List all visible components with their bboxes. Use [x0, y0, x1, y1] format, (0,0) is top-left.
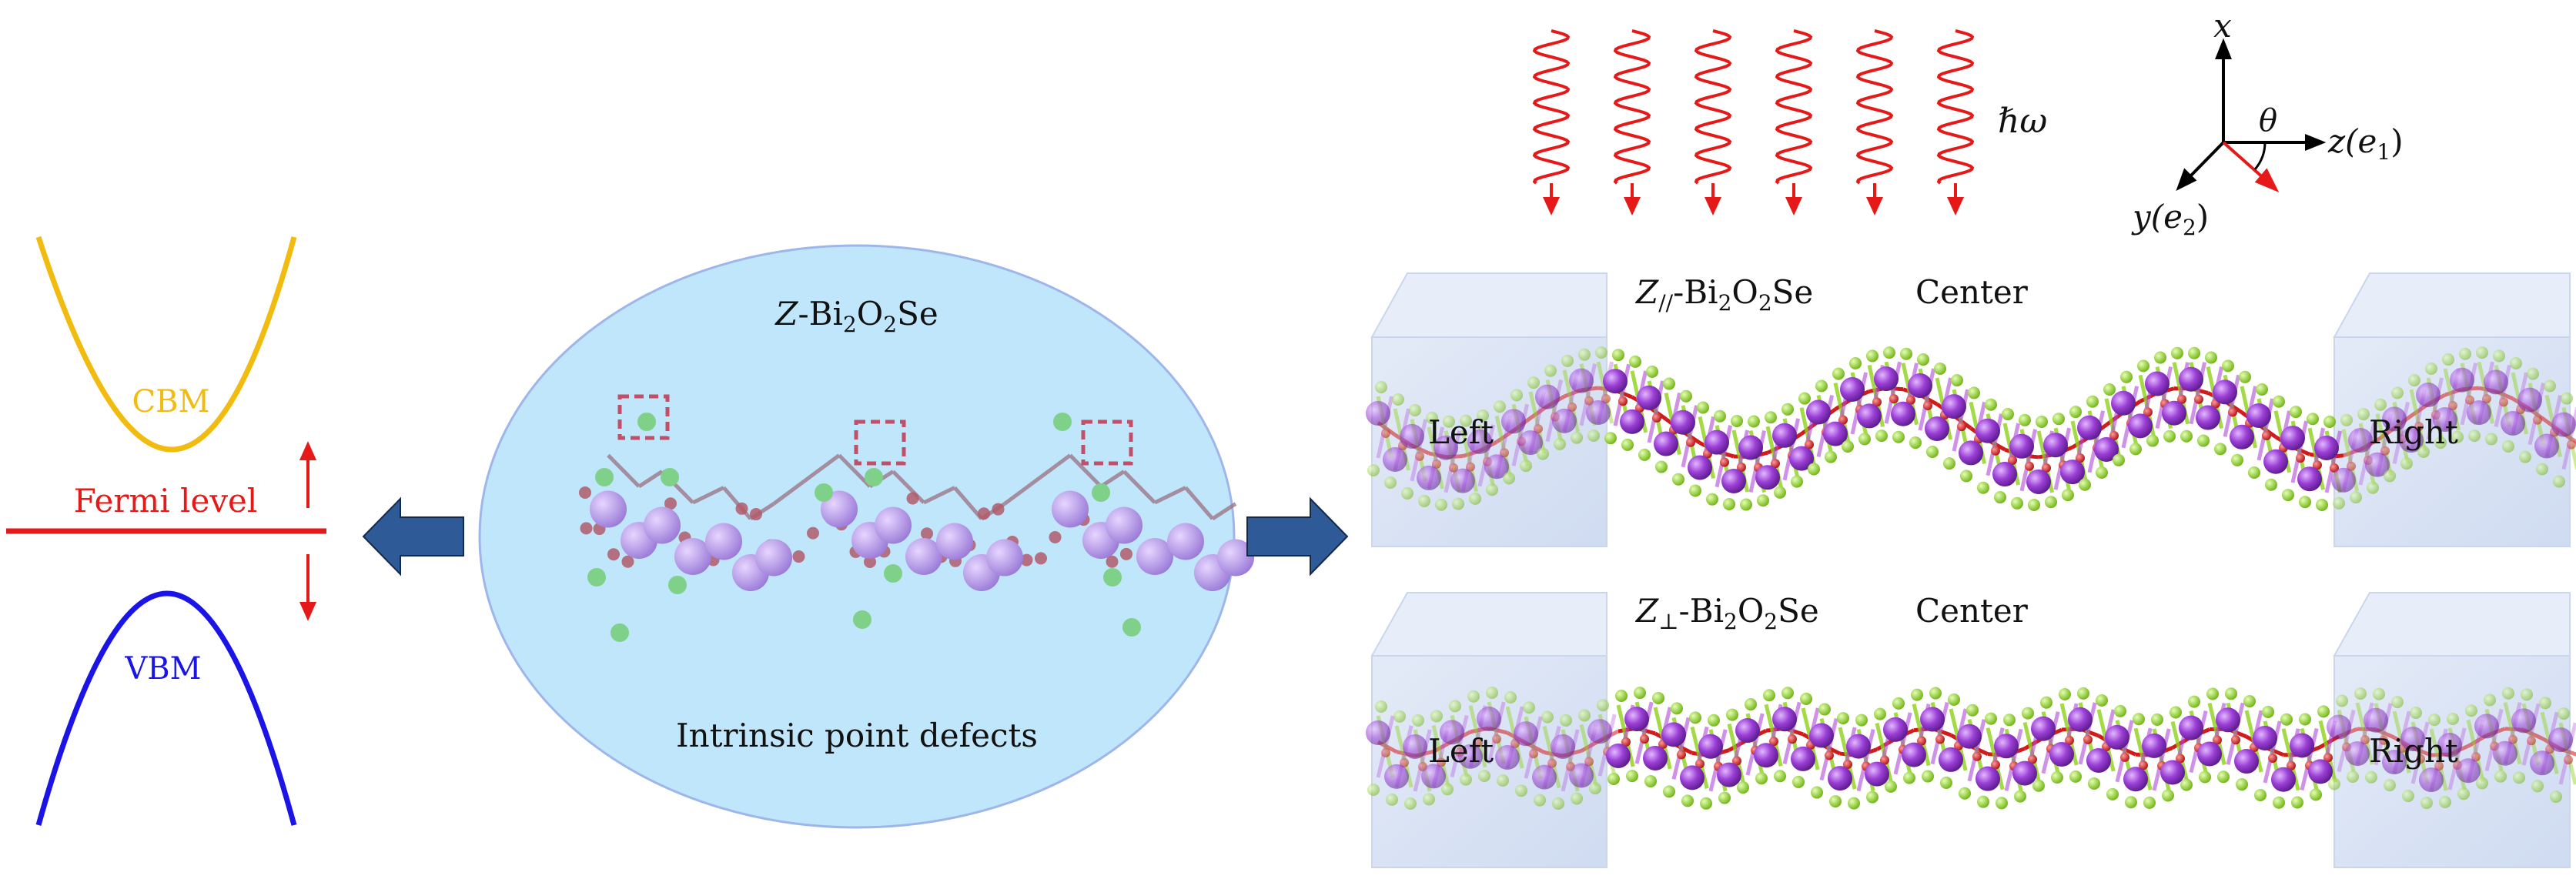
photon-wave-5: [1855, 29, 1894, 185]
photon-arrowhead-5: [1866, 197, 1883, 216]
axis-x-label: x: [2213, 7, 2232, 45]
crystal-perp-atoms: [1366, 687, 2573, 810]
right-electrode-perp: [2333, 592, 2571, 868]
photon-arrowhead-1: [1543, 197, 1560, 216]
photon-arrowhead-2: [1624, 197, 1641, 216]
left-block-arrow: [362, 496, 464, 577]
center-panel-title: Z-Bi2O2Se: [774, 295, 938, 337]
device-parallel-right-label: Right: [2369, 413, 2458, 451]
center-atoms: [579, 413, 1254, 642]
theta-label: θ: [2259, 103, 2277, 139]
left-electrode-perp: [1370, 592, 1607, 868]
defect-box-3: [1081, 419, 1133, 466]
photon-wave-4: [1775, 29, 1813, 185]
axis-z-label: z(e1): [2327, 122, 2404, 165]
device-parallel-title: Z//-Bi2O2Se: [1634, 273, 1813, 316]
center-panel: Z-Bi2O2Se Intrinsic point defects: [478, 244, 1254, 829]
device-parallel-left-label: Left: [1428, 413, 1494, 451]
photon-wave-3: [1694, 29, 1732, 185]
crystal-structure-parallel: [1366, 346, 2576, 511]
defect-box-2: [854, 419, 906, 466]
fermi-shift-arrows: [299, 441, 317, 621]
crystal-par-atoms: [1366, 346, 2576, 511]
photon-wave-1: [1532, 29, 1571, 185]
defect-box-1: [617, 394, 670, 440]
device-perp-right-label: Right: [2369, 732, 2458, 770]
device-perp-title: Z⊥-Bi2O2Se: [1634, 592, 1819, 634]
device-perp-center-label: Center: [1915, 592, 2029, 630]
photon-energy-label: ℏω: [1998, 102, 2047, 141]
vbm-label: VBM: [124, 651, 201, 687]
axis-y-label: y(e2): [2131, 198, 2209, 240]
vbm-curve: [35, 590, 297, 826]
photon-wave-6: [1936, 29, 1975, 185]
incident-light: [1532, 29, 1975, 216]
photon-wave-2: [1613, 29, 1651, 185]
device-perp-left-label: Left: [1428, 732, 1494, 770]
coordinate-axes: x θ z(e1) y(e2): [2131, 7, 2404, 240]
center-panel-caption: Intrinsic point defects: [676, 717, 1038, 754]
crystal-structure-perp: [1366, 687, 2576, 810]
band-diagram: CBM Fermi level VBM: [6, 236, 326, 826]
device-perpendicular: Z⊥-Bi2O2Se Center Left Right: [1366, 592, 2576, 868]
photon-arrowhead-4: [1785, 197, 1802, 216]
cbm-label: CBM: [132, 384, 210, 419]
defect-markers: [617, 394, 1133, 466]
crystal-structure-center: [579, 413, 1254, 642]
photon-arrowhead-6: [1947, 197, 1964, 216]
right-block-arrow: [1246, 496, 1349, 577]
cbm-curve: [35, 236, 297, 453]
theta-arc: [2253, 142, 2267, 170]
device-parallel: Z//-Bi2O2Se Center Left Right: [1366, 272, 2576, 547]
device-parallel-center-label: Center: [1915, 273, 2029, 311]
photon-arrowhead-3: [1705, 197, 1721, 216]
fermi-level-label: Fermi level: [74, 482, 258, 520]
center-bonds: [607, 453, 1237, 521]
left-electrode-parallel: [1370, 272, 1607, 547]
